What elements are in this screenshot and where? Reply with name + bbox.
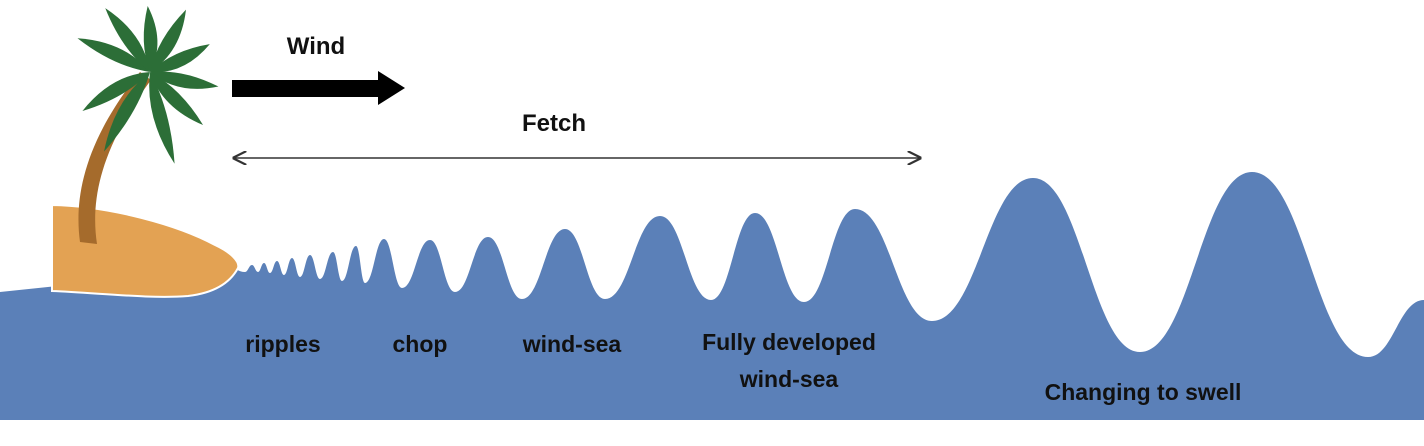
stage-label-ripples: ripples [245,331,320,357]
palm-frond [150,44,210,73]
stage-label-fully-developed: Fully developed [702,329,876,355]
wind-arrow-icon [232,71,405,105]
wind-label: Wind [287,33,345,60]
palm-frond [105,8,150,72]
palm-frond [150,72,204,126]
palm-frond [150,9,186,72]
palm-tree-icon [77,6,219,244]
palm-frond [82,72,150,111]
stage-label-chop: chop [393,331,448,357]
island-shape [51,203,240,298]
palm-frond [77,38,150,72]
stage-label-wind-sea: wind-sea [522,331,622,357]
stage-label-changing-to-swell: Changing to swell [1045,379,1242,405]
sea-waves [0,172,1424,420]
palm-frond [149,72,175,164]
palm-fronds [77,6,219,164]
palm-frond [143,6,158,72]
stage-label-fully-developed-line2: wind-sea [739,366,839,392]
palm-frond [104,72,150,152]
fetch-label: Fetch [522,110,586,137]
palm-frond [150,71,219,89]
